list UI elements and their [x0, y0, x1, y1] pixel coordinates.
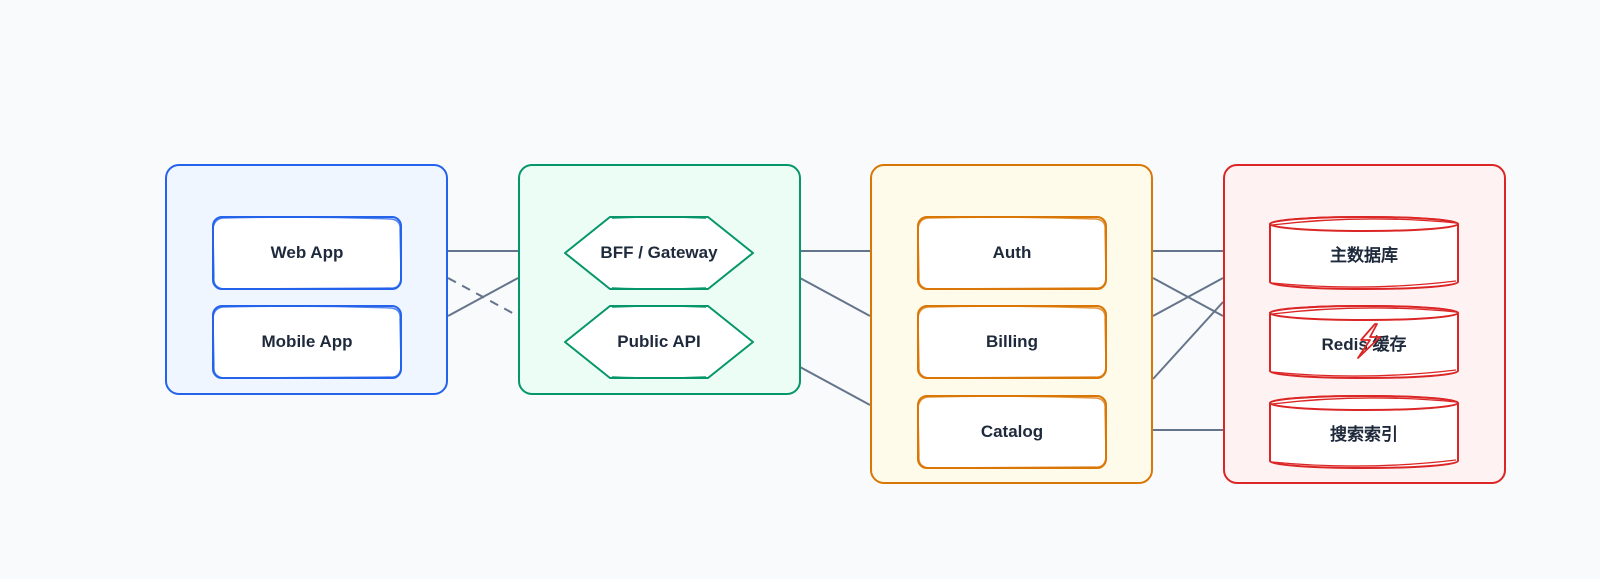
- edge-bff-gateway-billing: [799, 277, 871, 317]
- public-api-shape: [564, 305, 754, 379]
- main-db-label: 主数据库: [1330, 245, 1398, 265]
- web-app-shape: [212, 216, 402, 290]
- redis-cache-node[interactable]: Redis 缓存: [1269, 305, 1459, 379]
- bff-gateway-label: BFF / Gateway: [600, 243, 718, 262]
- bff-gateway-node[interactable]: BFF / Gateway: [564, 216, 754, 290]
- public-api-label: Public API: [617, 332, 701, 351]
- main-db-node[interactable]: 主数据库: [1269, 216, 1459, 290]
- edge-public-api-catalog: [799, 366, 871, 406]
- redis-cache-shape: [1269, 305, 1459, 379]
- auth-node[interactable]: Auth: [917, 216, 1107, 290]
- mobile-app-label: Mobile App: [261, 332, 353, 351]
- web-app-label: Web App: [270, 243, 344, 262]
- search-index-label: 搜索索引: [1330, 424, 1398, 444]
- catalog-label: Catalog: [980, 422, 1044, 441]
- mobile-app-node[interactable]: Mobile App: [212, 305, 402, 379]
- auth-label: Auth: [992, 243, 1032, 262]
- catalog-shape: [917, 395, 1107, 469]
- auth-shape: [917, 216, 1107, 290]
- edge-billing-redis-cache: [1152, 301, 1224, 380]
- billing-shape: [917, 305, 1107, 379]
- main-db-shape: [1269, 216, 1459, 290]
- search-index-node[interactable]: 搜索索引: [1269, 395, 1459, 469]
- catalog-node[interactable]: Catalog: [917, 395, 1107, 469]
- redis-cache-label: Redis 缓存: [1321, 334, 1407, 354]
- mobile-app-shape: [212, 305, 402, 379]
- public-api-node[interactable]: Public API: [564, 305, 754, 379]
- billing-node[interactable]: Billing: [917, 305, 1107, 379]
- edge-mobile-app-bff-gateway: [447, 277, 519, 317]
- lightning-icon: [1357, 323, 1381, 359]
- bff-gateway-shape: [564, 216, 754, 290]
- edge-billing-main-db: [1152, 277, 1224, 317]
- web-app-node[interactable]: Web App: [212, 216, 402, 290]
- billing-label: Billing: [986, 332, 1038, 351]
- search-index-shape: [1269, 395, 1459, 469]
